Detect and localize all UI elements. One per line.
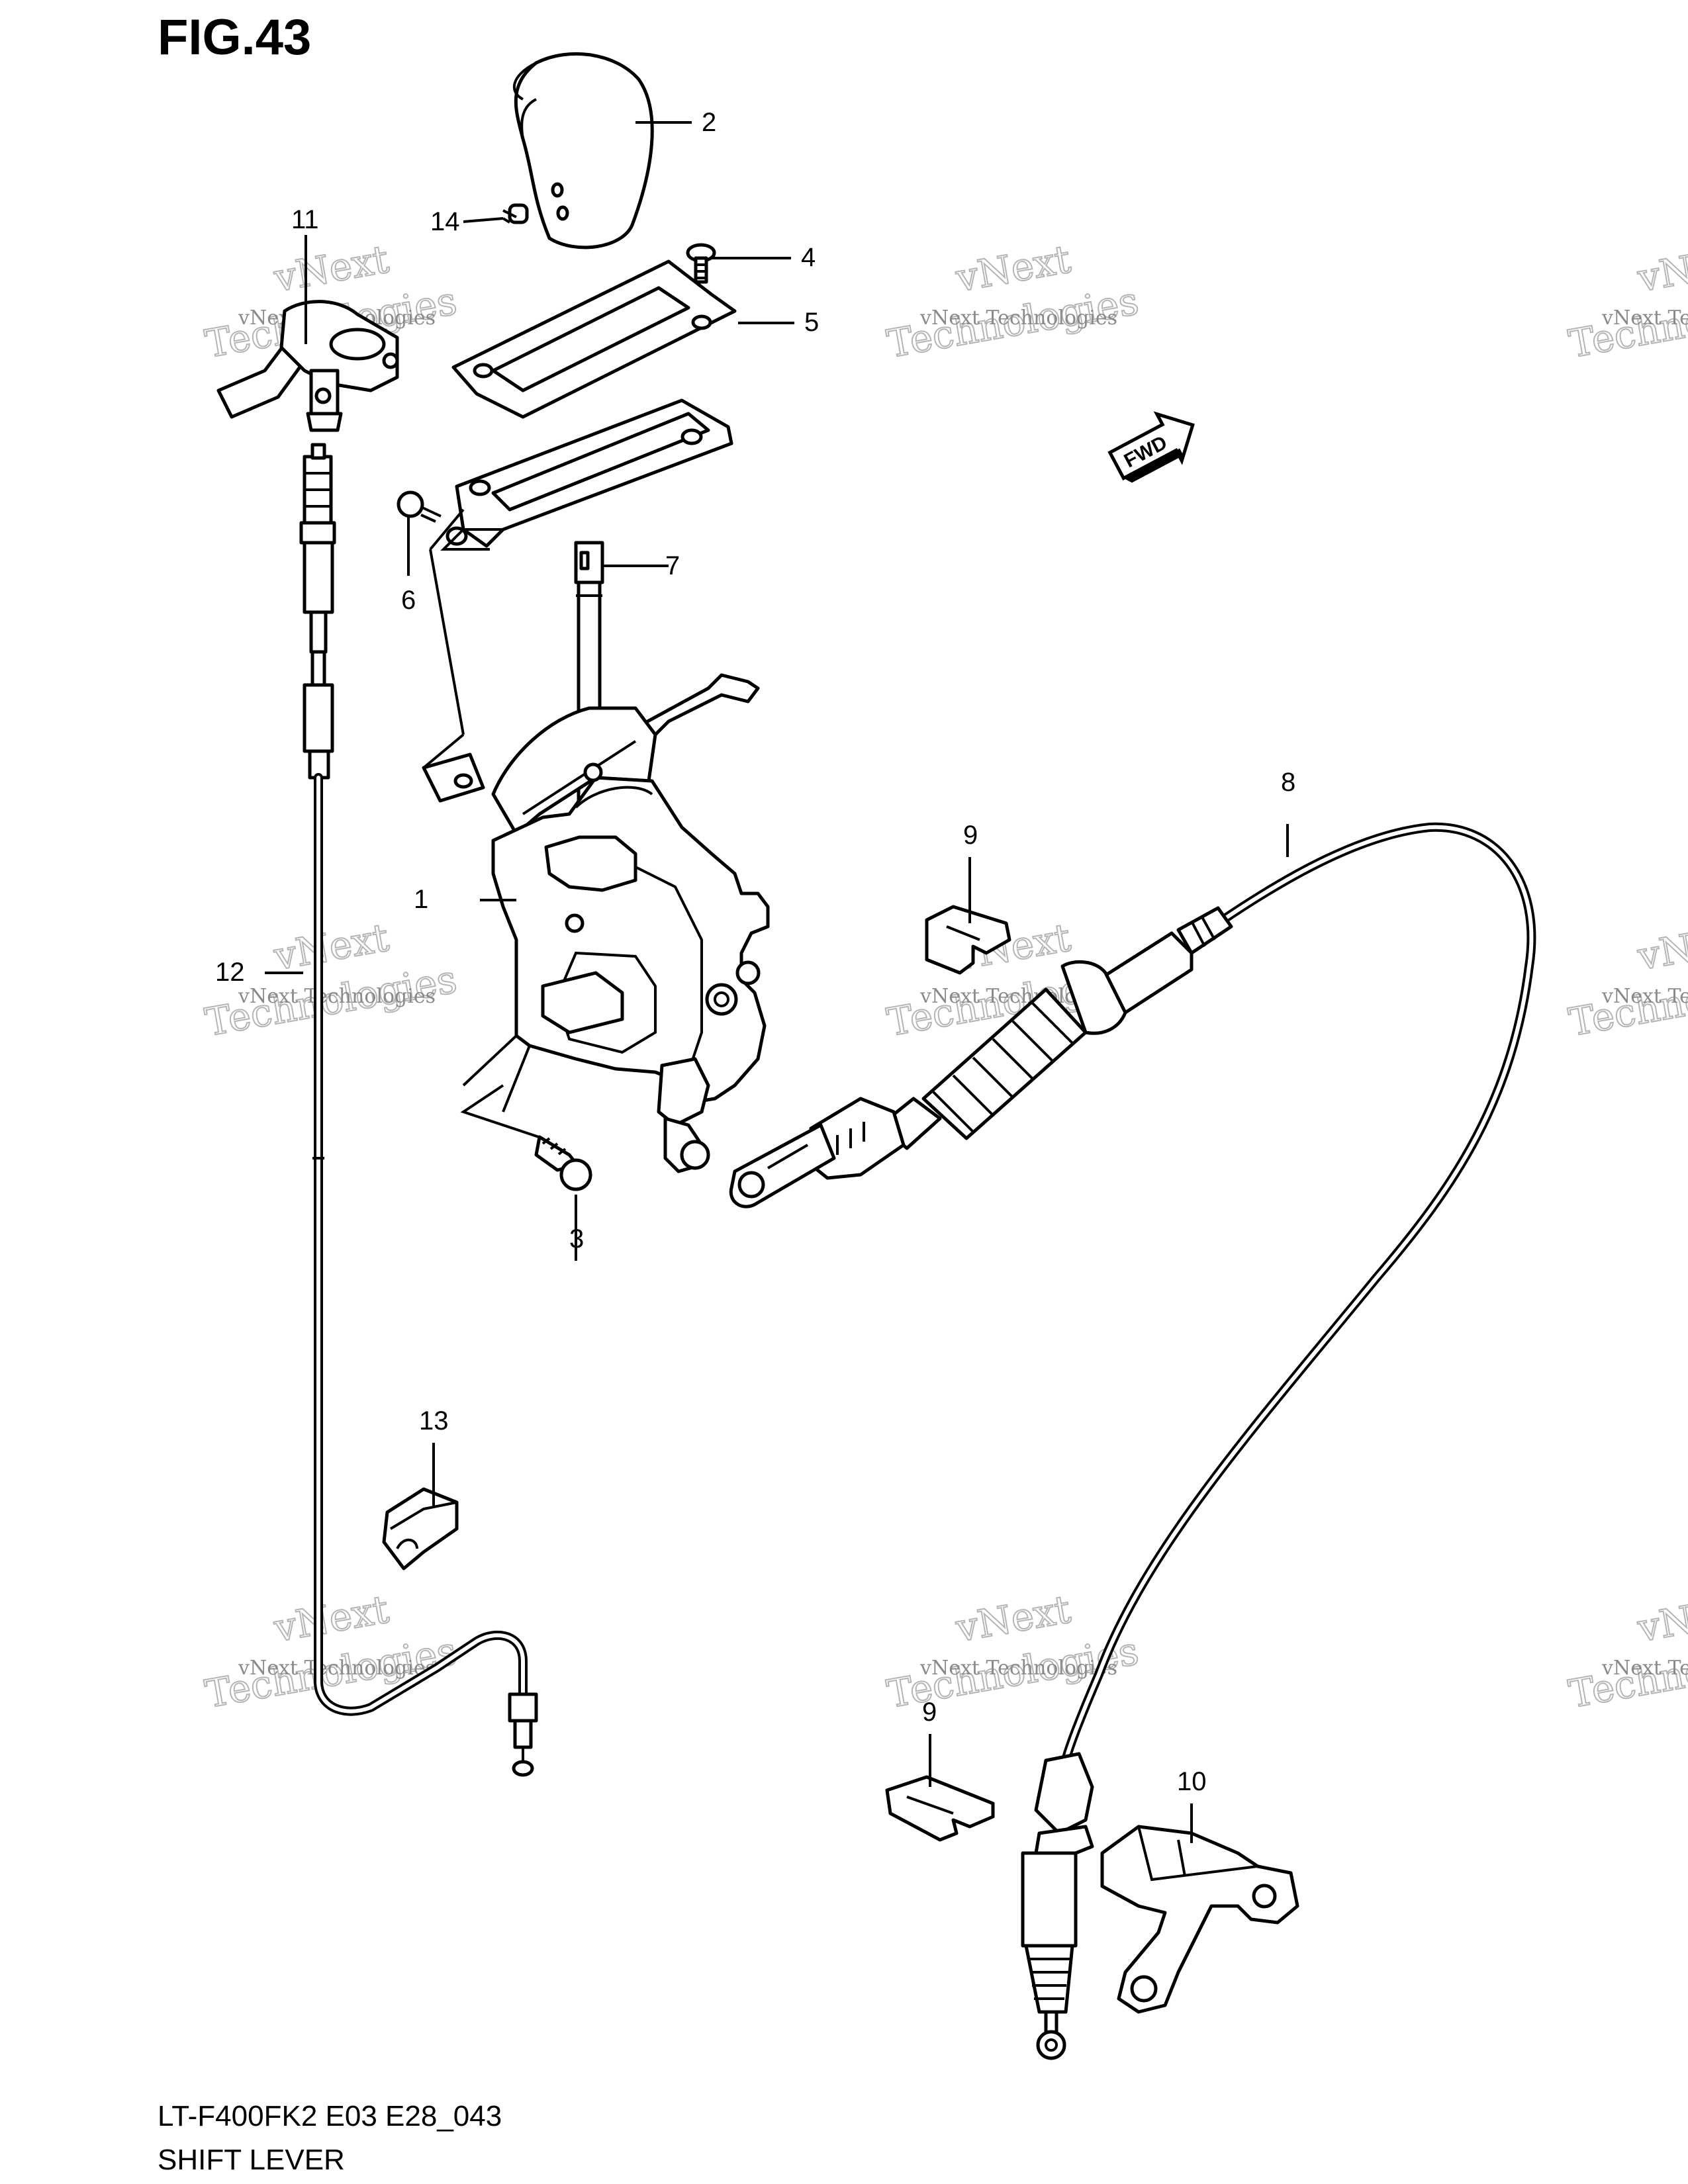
svg-text:vNext: vNext <box>1634 236 1688 300</box>
callout-2: 2 <box>702 108 716 137</box>
svg-text:vNext: vNext <box>270 236 392 300</box>
cable-bracket-10 <box>1100 1825 1299 2014</box>
gate-plate-lower <box>440 398 733 551</box>
cable-clip-9-upper <box>925 905 1011 975</box>
watermark: vNext Technologies vNext Technologies <box>883 236 1143 367</box>
callout-6: 6 <box>401 586 416 615</box>
section-name: SHIFT LEVER <box>158 2144 345 2176</box>
svg-text:vNext: vNext <box>1634 1586 1688 1651</box>
svg-text:vNext Technologies: vNext Technologies <box>238 1657 436 1680</box>
callout-9-upper: 9 <box>963 821 978 850</box>
callout-10: 10 <box>1177 1767 1207 1796</box>
callout-13: 13 <box>419 1406 449 1435</box>
screw-4 <box>686 243 716 284</box>
svg-text:vNext: vNext <box>1634 915 1688 979</box>
cable-lower-end <box>1021 1752 1094 2060</box>
svg-text:vNext Technologies: vNext Technologies <box>919 306 1117 330</box>
svg-text:vNext: vNext <box>270 915 392 979</box>
cable-clip-9-lower <box>885 1775 995 1842</box>
callout-12: 12 <box>215 958 245 987</box>
svg-text:vNext: vNext <box>270 1586 392 1651</box>
bolt-6 <box>397 490 442 523</box>
callout-5: 5 <box>804 308 819 337</box>
callout-3: 3 <box>569 1224 584 1253</box>
figure-title: FIG.43 <box>158 9 311 66</box>
watermark: vNext Technologies vNext Technologies <box>1565 236 1688 367</box>
callout-14: 14 <box>430 207 460 236</box>
shift-knob <box>512 52 654 250</box>
callout-7: 7 <box>665 551 680 580</box>
callout-4: 4 <box>801 243 816 272</box>
cable-boot <box>921 987 1088 1140</box>
svg-text:vNext Technologies: vNext Technologies <box>1601 306 1688 330</box>
watermark: vNext Technologies vNext Technologies <box>1565 1586 1688 1717</box>
svg-text:vNext Technologies: vNext Technologies <box>1601 985 1688 1008</box>
reverse-switch <box>216 300 399 432</box>
callout-8: 8 <box>1281 768 1295 797</box>
shift-cable-8 <box>729 822 1536 2060</box>
gate-plate-5 <box>451 259 737 419</box>
leader-lines <box>265 121 1289 1843</box>
svg-text:vNext: vNext <box>952 1586 1074 1651</box>
svg-text:vNext Technologies: vNext Technologies <box>1601 1657 1688 1680</box>
model-code: LT-F400FK2 E03 E28_043 <box>158 2100 502 2132</box>
watermark: vNext Technologies vNext Technologies <box>1565 914 1688 1046</box>
watermark: vNext Technologies vNext Technologies <box>883 1586 1143 1717</box>
callout-9-lower: 9 <box>922 1698 937 1727</box>
svg-text:vNext Technologies: vNext Technologies <box>238 985 436 1008</box>
bolt-3 <box>460 1084 592 1191</box>
svg-text:vNext Technologies: vNext Technologies <box>919 1657 1117 1680</box>
fwd-badge: FWD <box>1107 411 1195 483</box>
callout-labels: 1 2 3 4 5 6 7 8 9 9 10 11 12 13 14 <box>215 108 1295 1796</box>
parking-cable-12 <box>299 443 538 1777</box>
screw-14 <box>502 203 529 224</box>
svg-text:vNext: vNext <box>952 236 1074 300</box>
callout-11: 11 <box>291 205 319 234</box>
clamp-13 <box>382 1487 459 1570</box>
shift-lever-assembly <box>422 508 770 1173</box>
callout-1: 1 <box>414 885 428 914</box>
